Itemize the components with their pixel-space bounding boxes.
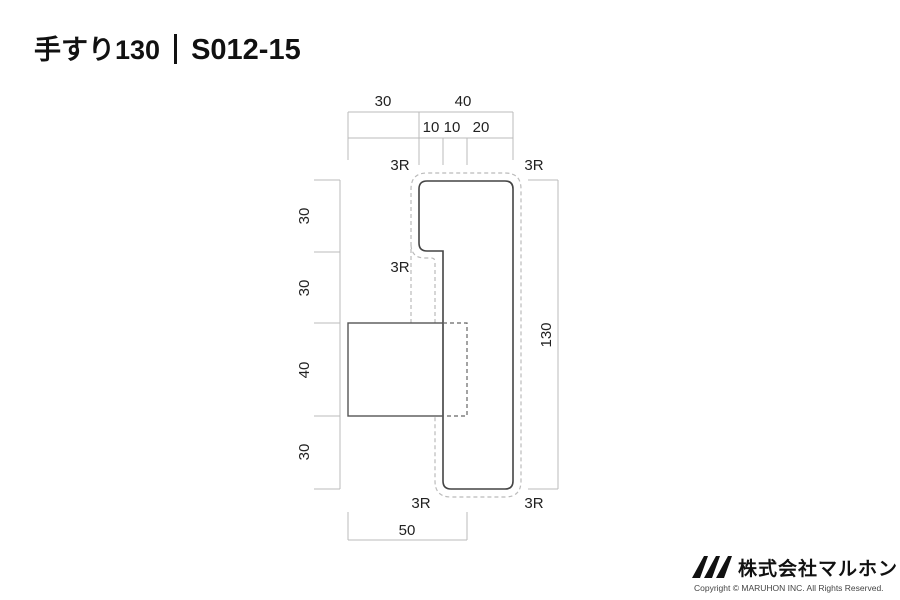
block-hidden-line xyxy=(443,322,468,417)
dim-right-130: 130 xyxy=(538,322,555,347)
radius-label: 3R xyxy=(524,495,543,512)
dimension-lines xyxy=(314,111,559,541)
offset-outline-dashed xyxy=(410,172,522,498)
dim-left-30a: 30 xyxy=(296,208,313,225)
copyright: Copyright © MARUHON INC. All Rights Rese… xyxy=(694,583,884,593)
radius-label: 3R xyxy=(411,495,430,512)
dim-sub-10b: 10 xyxy=(444,119,461,136)
radius-label: 3R xyxy=(524,157,543,174)
product-code: S012-15 xyxy=(191,34,301,66)
product-name: 手すり130 xyxy=(34,35,161,65)
dim-left-30b: 30 xyxy=(296,280,313,297)
radius-label: 3R xyxy=(390,259,409,276)
wall-block xyxy=(347,322,444,417)
radius-label: 3R xyxy=(390,157,409,174)
dim-sub-10a: 10 xyxy=(423,119,440,136)
dim-top-30: 30 xyxy=(375,93,392,110)
handrail-profile xyxy=(418,180,514,490)
dim-sub-20: 20 xyxy=(473,119,490,136)
title-separator xyxy=(174,34,178,64)
dim-bottom-50: 50 xyxy=(399,522,416,539)
page-title: 手すり130 S012-15 xyxy=(34,28,301,67)
dim-left-30c: 30 xyxy=(296,444,313,461)
dim-left-40: 40 xyxy=(296,362,313,379)
company-name: 株式会社マルホン xyxy=(738,559,899,580)
dim-top-40: 40 xyxy=(455,93,472,110)
maruhon-logo-icon xyxy=(692,556,732,578)
